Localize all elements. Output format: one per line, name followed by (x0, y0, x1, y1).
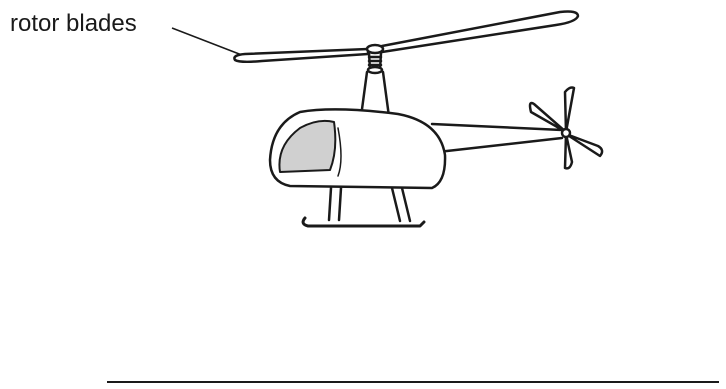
right-rotor-blade (382, 12, 578, 53)
tail-boom (432, 124, 562, 152)
rotor-blades-leader-line (172, 28, 247, 57)
rotor-hub-base (368, 67, 382, 73)
tail-rotor-blade-upper-right (565, 88, 574, 133)
rotor-hub (367, 45, 383, 53)
tail-rotor-blade-lower-right (566, 134, 602, 156)
landing-skid (303, 218, 424, 226)
landing-skid-struts (329, 188, 410, 221)
tail-rotor-hub (562, 129, 570, 137)
helicopter (234, 12, 602, 227)
tail-rotor-blade-lower-left (565, 134, 572, 168)
left-rotor-blade (234, 49, 368, 62)
